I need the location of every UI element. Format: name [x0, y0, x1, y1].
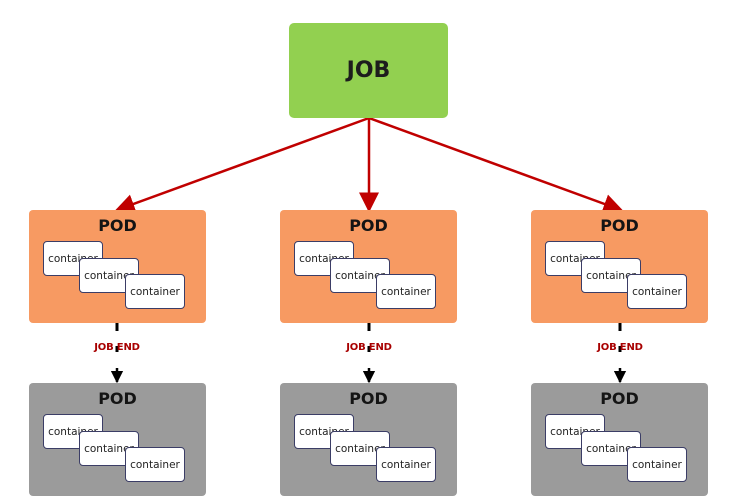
- job-to-pod-1-arrow: [114, 116, 370, 214]
- container-box: container: [545, 241, 605, 276]
- running-pod-3: POD container container container: [531, 210, 708, 323]
- container-box: container: [627, 274, 687, 309]
- pod-title: POD: [600, 389, 639, 408]
- ended-pod-1: POD container container container: [29, 383, 206, 496]
- ended-pod-2: POD container container container: [280, 383, 457, 496]
- job-end-label: JOB END: [597, 342, 643, 353]
- container-box: container: [125, 447, 185, 482]
- job-end-label: JOB END: [94, 342, 140, 353]
- job-to-pod-3-arrow: [368, 116, 624, 214]
- container-box: container: [376, 274, 436, 309]
- running-pod-2: POD container container container: [280, 210, 457, 323]
- job-node: JOB: [289, 23, 448, 118]
- pod-title: POD: [349, 216, 388, 235]
- ended-pod-3: POD container container container: [531, 383, 708, 496]
- pod-title: POD: [98, 216, 137, 235]
- running-pod-1: POD container container container: [29, 210, 206, 323]
- job-label: JOB: [346, 58, 391, 83]
- container-box: container: [627, 447, 687, 482]
- pod-title: POD: [349, 389, 388, 408]
- pod-title: POD: [98, 389, 137, 408]
- job-end-label: JOB END: [346, 342, 392, 353]
- container-box: container: [376, 447, 436, 482]
- container-box: container: [125, 274, 185, 309]
- pod-title: POD: [600, 216, 639, 235]
